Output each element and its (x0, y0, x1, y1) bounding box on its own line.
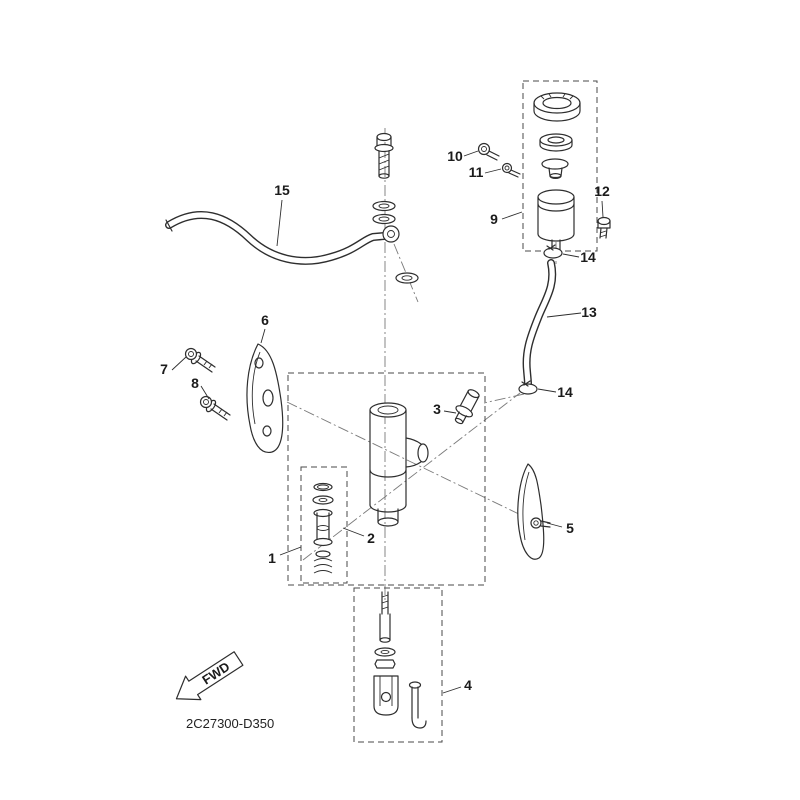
part-label-15: 15 (274, 182, 290, 198)
reservoir-hose (522, 259, 557, 388)
part-label-7: 7 (160, 361, 168, 377)
hose-clamp-upper (543, 244, 563, 259)
reservoir-cap (533, 92, 581, 122)
part-label-5: 5 (566, 520, 574, 536)
hose-joint (454, 389, 480, 425)
clevis-pin (408, 681, 427, 729)
push-rod-group-box (353, 587, 443, 743)
part-label-14-lower: 14 (557, 384, 573, 400)
diagram-code: 2C27300-D350 (186, 716, 274, 731)
cap-screw-washer (501, 162, 521, 178)
reservoir-bolt (597, 216, 611, 239)
part-label-10: 10 (447, 148, 463, 164)
joint-washer (395, 272, 419, 284)
part-label-12: 12 (594, 183, 610, 199)
piston-kit (312, 482, 334, 574)
bracket-screw-lower (199, 395, 231, 421)
leader-lines (171, 150, 604, 694)
bracket-screw-upper (184, 347, 216, 373)
protector (517, 463, 551, 560)
mounting-bracket (246, 343, 284, 453)
part-label-6: 6 (261, 312, 269, 328)
hose-clamp-lower (518, 380, 538, 395)
banjo-bolt (374, 132, 394, 179)
centerlines (286, 128, 557, 600)
part-label-8: 8 (191, 375, 199, 391)
diaphragm-plate (539, 133, 573, 152)
part-label-13: 13 (581, 304, 597, 320)
diaphragm (541, 158, 569, 180)
part-label-3: 3 (433, 401, 441, 417)
part-label-1: 1 (268, 550, 276, 566)
master-cylinder-group-box (287, 372, 486, 586)
push-rod-assembly (373, 591, 399, 716)
cap-screw (477, 142, 500, 161)
part-label-2: 2 (367, 530, 375, 546)
part-label-9: 9 (490, 211, 498, 227)
part-label-14-upper: 14 (580, 249, 596, 265)
brake-hose (165, 211, 400, 265)
banjo-washer-lower (372, 213, 396, 225)
banjo-washer-upper (372, 200, 396, 212)
piston-kit-group-box (300, 466, 348, 584)
part-label-4: 4 (464, 677, 472, 693)
fwd-arrow: FWD (175, 651, 244, 701)
master-cylinder-body (369, 402, 429, 527)
part-label-11: 11 (469, 164, 484, 180)
